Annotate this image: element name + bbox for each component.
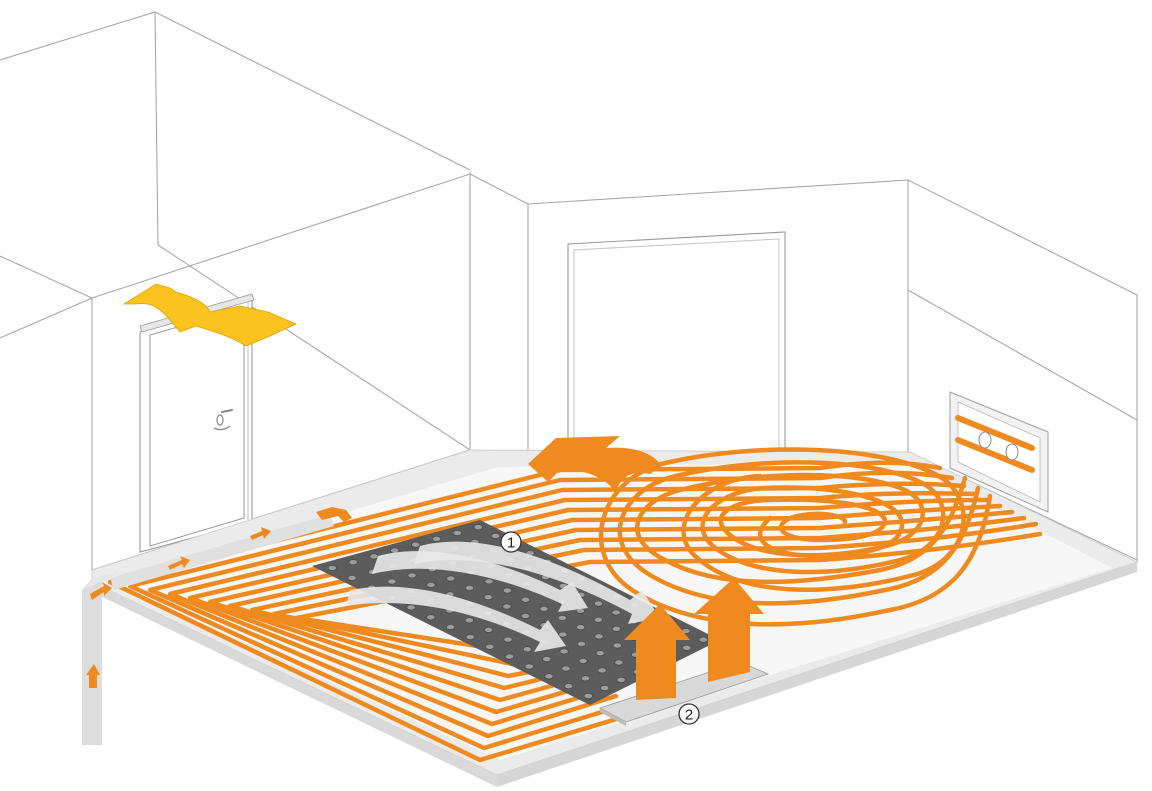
air-shaft bbox=[82, 572, 120, 745]
right-doorway bbox=[567, 231, 786, 452]
panel-stud bbox=[539, 606, 549, 612]
callout-1-label: 1 bbox=[507, 535, 515, 552]
panel-stud bbox=[583, 693, 593, 699]
right-arrow-icon bbox=[90, 582, 112, 600]
panel-stud bbox=[682, 644, 692, 651]
panel-stud bbox=[611, 609, 621, 616]
panel-stud bbox=[483, 594, 493, 601]
heating-pipes bbox=[107, 447, 1043, 763]
panel-stud bbox=[616, 677, 626, 683]
panel-stud bbox=[520, 613, 530, 619]
callout-2-label: 2 bbox=[685, 707, 693, 724]
callout-2: 2 bbox=[678, 703, 700, 725]
panel-stud bbox=[445, 624, 455, 630]
panel-stud bbox=[464, 617, 474, 624]
door-handle-icon bbox=[213, 409, 233, 431]
callout-1: 1 bbox=[500, 531, 522, 553]
panel-stud bbox=[698, 636, 708, 643]
panel-stud bbox=[576, 641, 586, 647]
panel-stud bbox=[561, 665, 571, 672]
panel-stud bbox=[387, 578, 397, 585]
right-arrow-icon bbox=[250, 527, 271, 540]
panel-stud bbox=[503, 636, 513, 643]
heating-manifold bbox=[949, 391, 1049, 513]
warm-air-arrow-icon bbox=[528, 436, 662, 492]
panel-stud bbox=[595, 650, 605, 657]
panel-stud bbox=[407, 572, 417, 579]
panel-stud bbox=[559, 648, 569, 655]
panel-stud bbox=[594, 633, 604, 640]
exhaust-air-arrow-icon bbox=[122, 283, 297, 347]
panel-stud bbox=[485, 643, 495, 650]
panel-stud bbox=[593, 600, 603, 607]
incoming-air-arrows bbox=[86, 507, 352, 688]
right-arrow-icon bbox=[168, 556, 190, 570]
panel-stud bbox=[611, 625, 621, 632]
panel-stud bbox=[406, 604, 416, 611]
panel-stud bbox=[597, 667, 607, 674]
right-arrow-icon bbox=[316, 507, 352, 522]
panel-stud bbox=[446, 575, 456, 582]
panel-stud bbox=[411, 541, 421, 548]
panel-stud bbox=[464, 585, 474, 591]
panel-stud bbox=[504, 653, 514, 660]
panel-stud bbox=[542, 656, 552, 662]
panel-stud bbox=[558, 631, 568, 638]
panel-stud bbox=[452, 530, 462, 536]
panel-flow-arrows bbox=[346, 541, 660, 652]
up-arrow-icon bbox=[86, 664, 100, 688]
panel-stud bbox=[502, 587, 512, 594]
panel-stud bbox=[502, 603, 512, 610]
panel-stud bbox=[580, 675, 590, 682]
panel-stud bbox=[522, 646, 532, 653]
panel-stud bbox=[564, 683, 574, 690]
panel-stud bbox=[544, 673, 554, 680]
panel-stud bbox=[490, 533, 500, 539]
panel-stud bbox=[431, 536, 441, 542]
panel-stud bbox=[484, 627, 494, 633]
panel-stud bbox=[426, 614, 436, 621]
panel-stud bbox=[600, 685, 610, 691]
panel-stud bbox=[578, 658, 588, 664]
rising-heat-arrow-icon bbox=[624, 578, 764, 700]
panel-stud bbox=[369, 553, 379, 560]
panel-stud bbox=[348, 559, 358, 566]
panel-stud bbox=[593, 616, 603, 623]
panel-stud bbox=[465, 634, 475, 640]
panel-stud bbox=[426, 582, 436, 588]
panel-stud bbox=[347, 575, 357, 581]
panel-stud bbox=[524, 663, 534, 670]
panel-stud bbox=[484, 578, 494, 585]
panel-stud bbox=[521, 596, 531, 603]
panel-stud bbox=[612, 642, 622, 649]
panel-stud bbox=[473, 524, 483, 531]
panel-stud bbox=[557, 615, 567, 621]
panel-stud bbox=[576, 624, 586, 631]
panel-stud bbox=[614, 659, 624, 666]
panel-stud bbox=[327, 565, 337, 571]
